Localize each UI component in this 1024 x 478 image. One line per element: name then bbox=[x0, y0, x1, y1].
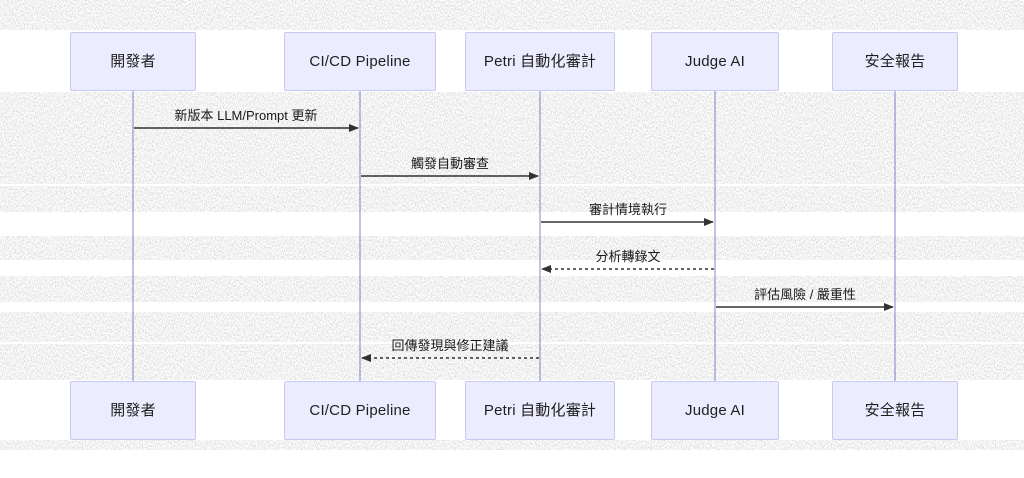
participant-cicd-bottom[interactable]: CI/CD Pipeline bbox=[284, 381, 436, 440]
participant-petri-top[interactable]: Petri 自動化審計 bbox=[465, 32, 615, 91]
participant-label: CI/CD Pipeline bbox=[309, 401, 411, 419]
message-arrows-group bbox=[134, 124, 894, 362]
message-label-5: 評估風險 / 嚴重性 bbox=[754, 287, 856, 302]
participant-judge-bottom[interactable]: Judge AI bbox=[651, 381, 779, 440]
participant-label: 開發者 bbox=[110, 52, 156, 70]
participant-judge-top[interactable]: Judge AI bbox=[651, 32, 779, 91]
participant-dev-bottom[interactable]: 開發者 bbox=[70, 381, 196, 440]
message-label-2: 觸發自動審查 bbox=[410, 156, 490, 171]
participant-label: Petri 自動化審計 bbox=[483, 401, 597, 419]
participant-label: 安全報告 bbox=[864, 52, 926, 70]
participant-label: Petri 自動化審計 bbox=[483, 52, 597, 70]
participant-report-top[interactable]: 安全報告 bbox=[832, 32, 958, 91]
participant-label: CI/CD Pipeline bbox=[309, 52, 411, 70]
participant-petri-bottom[interactable]: Petri 自動化審計 bbox=[465, 381, 615, 440]
message-label-4: 分析轉錄文 bbox=[595, 249, 661, 264]
participant-label: 開發者 bbox=[110, 401, 156, 419]
participant-label: Judge AI bbox=[685, 52, 745, 70]
lifelines-group bbox=[132, 91, 896, 381]
message-label-6: 回傳發現與修正建議 bbox=[391, 338, 509, 353]
message-label-3: 審計情境執行 bbox=[588, 202, 668, 217]
participant-label: 安全報告 bbox=[864, 401, 926, 419]
participant-dev-top[interactable]: 開發者 bbox=[70, 32, 196, 91]
participant-cicd-top[interactable]: CI/CD Pipeline bbox=[284, 32, 436, 91]
message-label-1: 新版本 LLM/Prompt 更新 bbox=[174, 108, 318, 123]
participant-report-bottom[interactable]: 安全報告 bbox=[832, 381, 958, 440]
participant-label: Judge AI bbox=[685, 401, 745, 419]
